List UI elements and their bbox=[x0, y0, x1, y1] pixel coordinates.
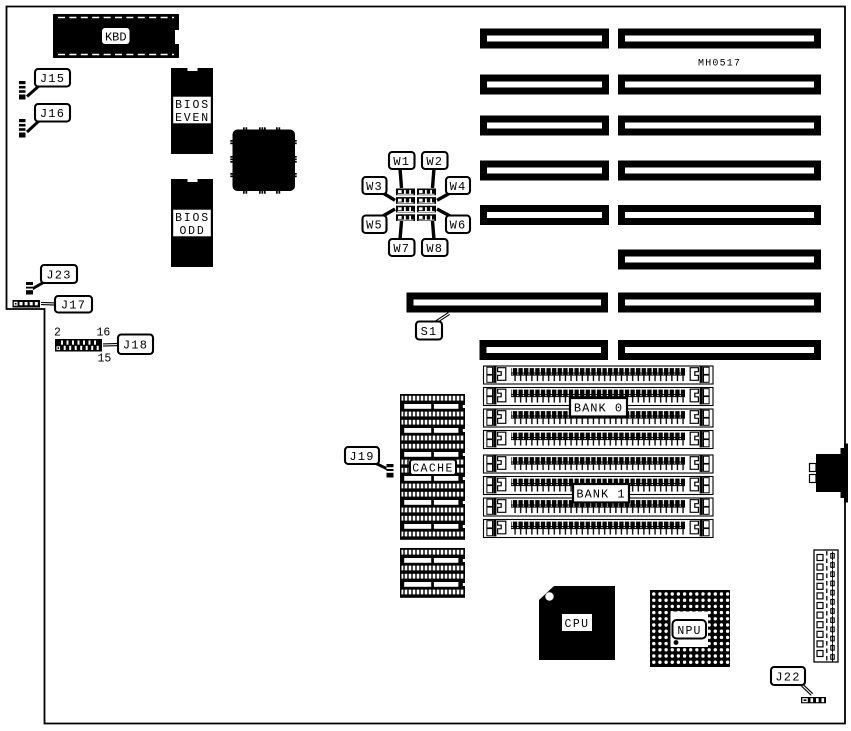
svg-text:J17: J17 bbox=[61, 299, 86, 313]
svg-text:J18: J18 bbox=[123, 339, 148, 353]
svg-text:J22: J22 bbox=[775, 670, 800, 684]
svg-text:W8: W8 bbox=[426, 242, 443, 256]
svg-text:NPU: NPU bbox=[677, 625, 701, 638]
svg-text:S1: S1 bbox=[421, 325, 438, 339]
svg-text:W3: W3 bbox=[366, 180, 383, 194]
svg-text:J23: J23 bbox=[46, 268, 71, 282]
svg-text:MH0517: MH0517 bbox=[698, 59, 741, 70]
svg-text:J16: J16 bbox=[40, 107, 65, 121]
svg-text:J19: J19 bbox=[349, 450, 374, 464]
svg-text:W7: W7 bbox=[393, 242, 410, 256]
svg-text:2: 2 bbox=[54, 327, 61, 340]
svg-text:W4: W4 bbox=[450, 180, 467, 194]
svg-text:BIOS: BIOS bbox=[175, 212, 210, 225]
svg-text:J15: J15 bbox=[40, 72, 65, 86]
svg-text:BIOS: BIOS bbox=[175, 99, 210, 112]
svg-text:16: 16 bbox=[97, 327, 111, 340]
svg-text:CACHE: CACHE bbox=[412, 463, 454, 476]
svg-text:W6: W6 bbox=[450, 219, 467, 233]
svg-text:15: 15 bbox=[98, 353, 112, 366]
svg-text:BANK 0: BANK 0 bbox=[574, 402, 623, 416]
svg-text:EVEN: EVEN bbox=[175, 112, 210, 125]
svg-text:W5: W5 bbox=[366, 219, 383, 233]
svg-text:ODD: ODD bbox=[179, 225, 205, 238]
svg-text:W1: W1 bbox=[393, 155, 410, 169]
svg-text:BANK 1: BANK 1 bbox=[576, 488, 625, 502]
svg-text:CPU: CPU bbox=[565, 618, 590, 631]
svg-text:KBD: KBD bbox=[105, 31, 127, 45]
svg-text:W2: W2 bbox=[426, 155, 443, 169]
